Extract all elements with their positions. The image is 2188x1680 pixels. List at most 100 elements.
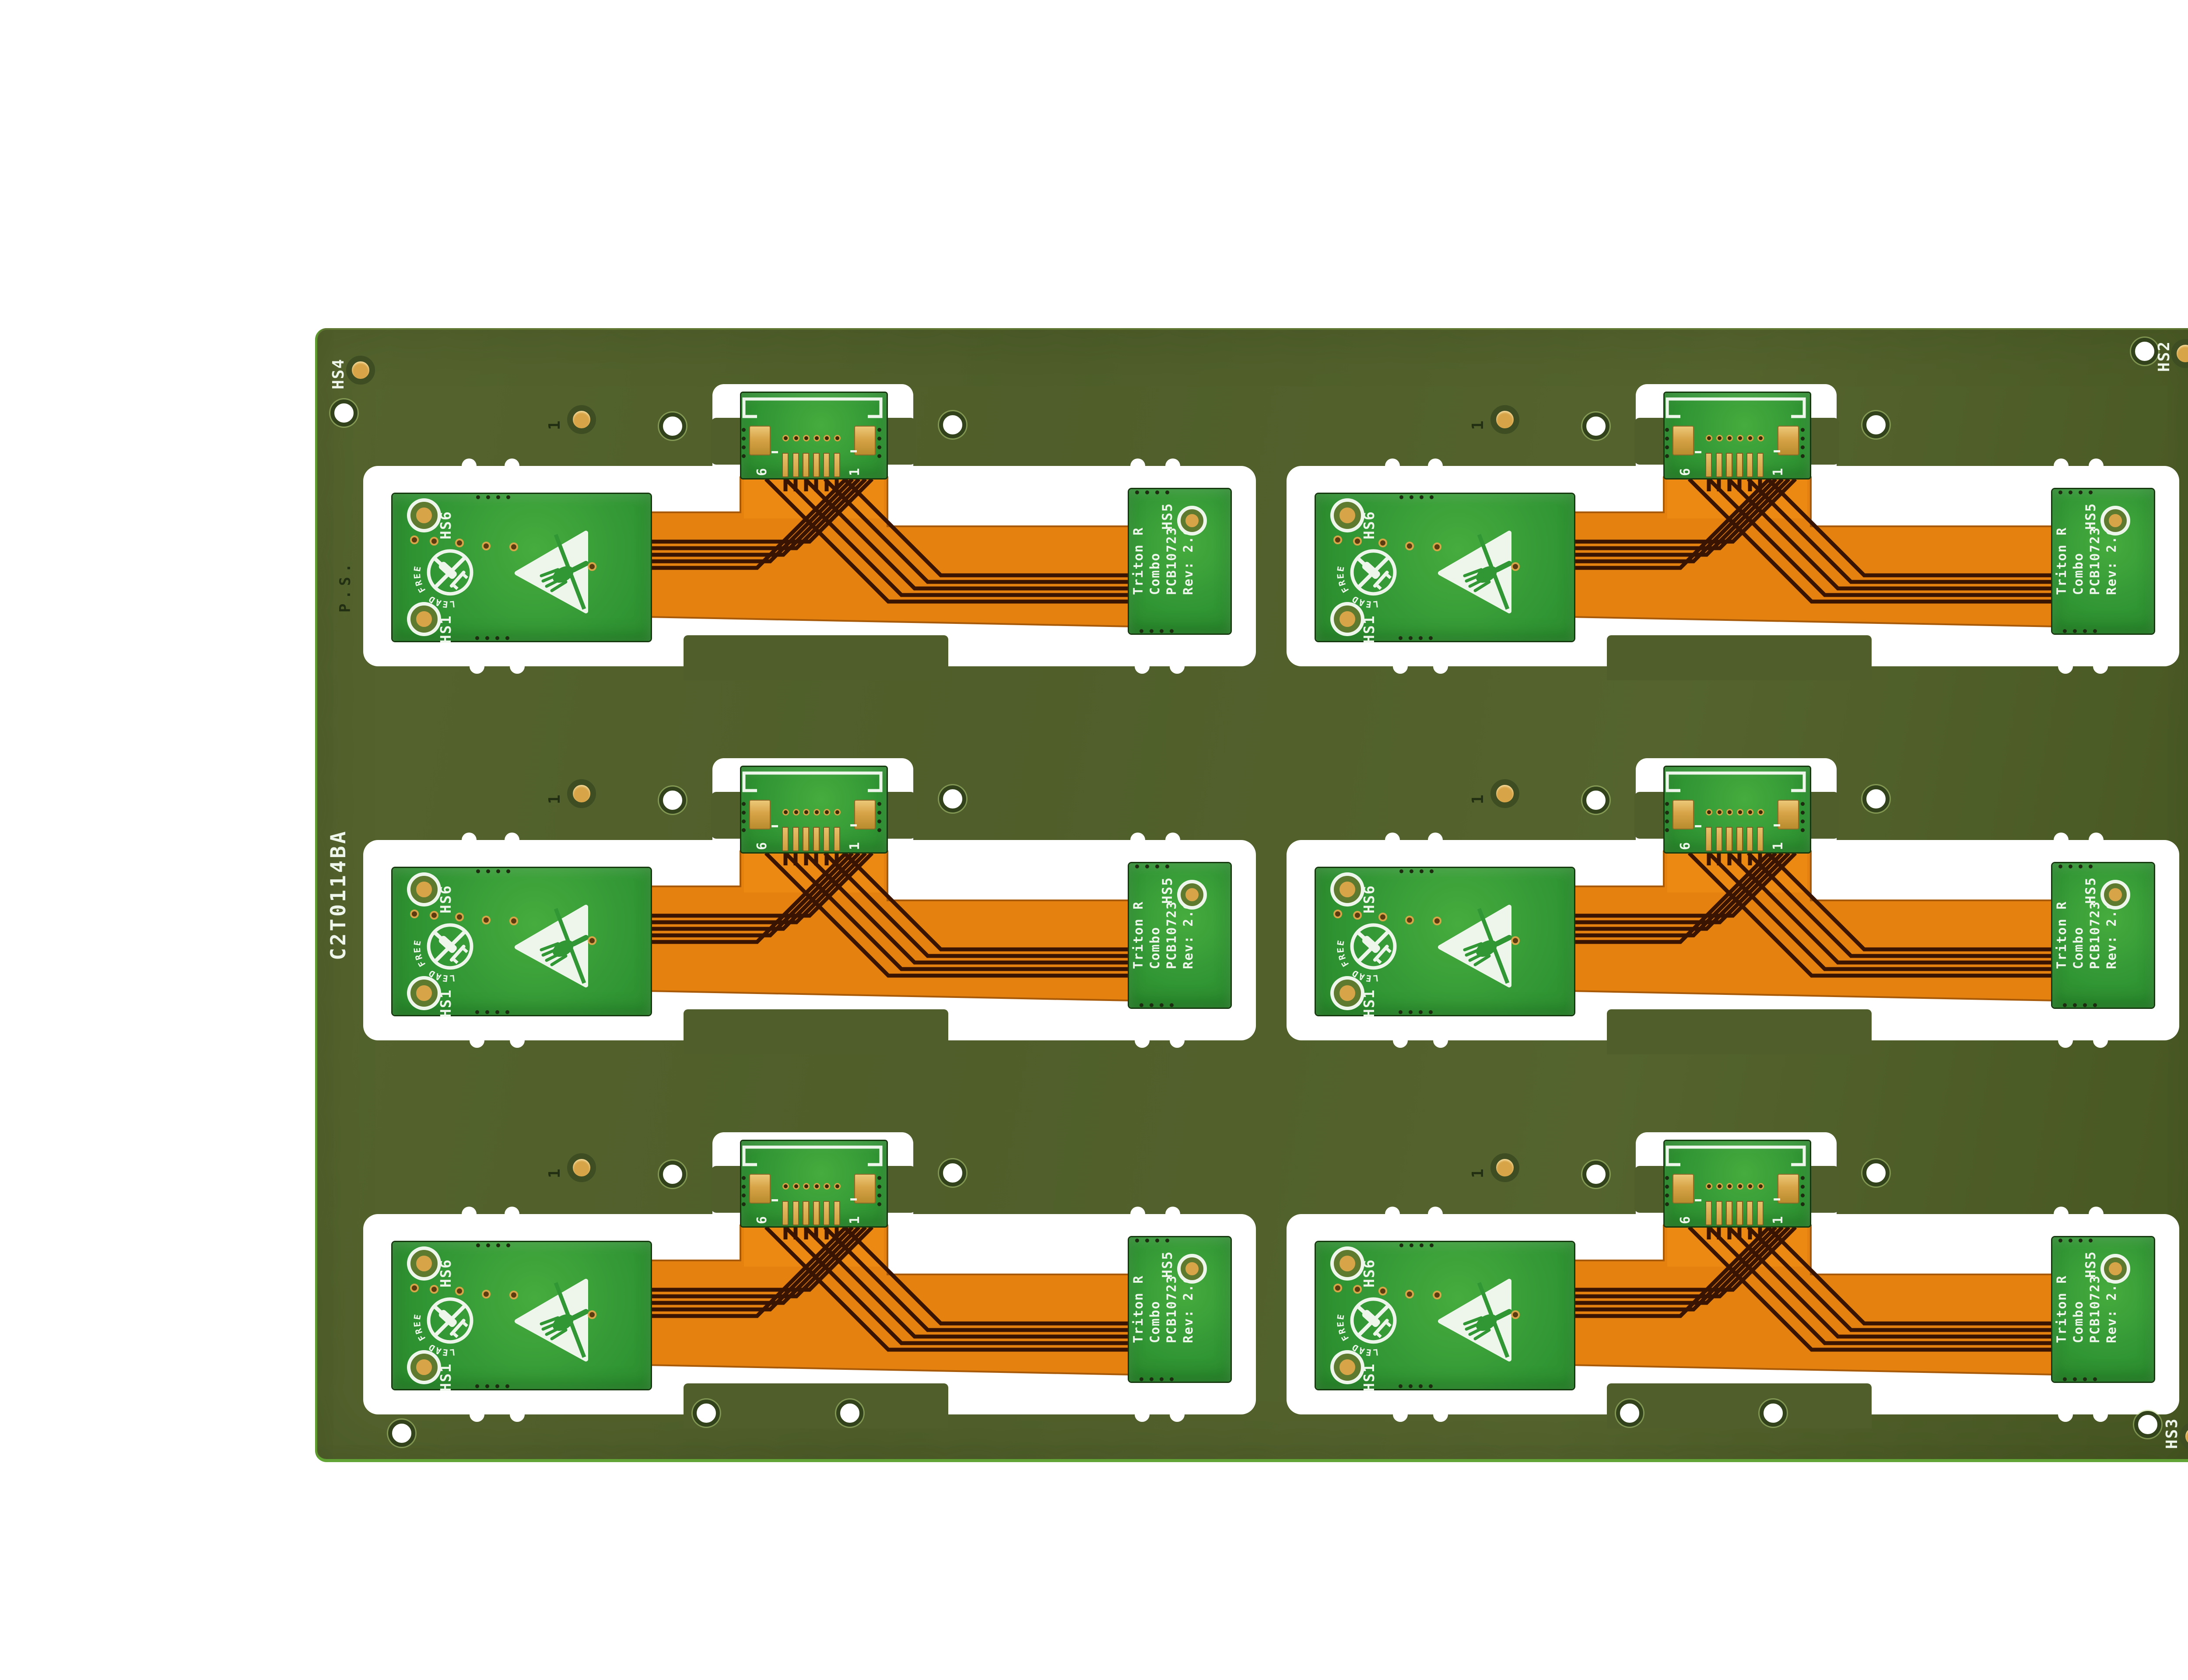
mouse-bite-dot (1145, 490, 1149, 494)
tooling-hole (939, 411, 966, 438)
mouse-bite-dot (2063, 629, 2067, 633)
mouse-bite-dot (2089, 864, 2093, 868)
router-notch (1433, 659, 1448, 674)
hs5-pad (2104, 509, 2127, 532)
mouse-bite-dot (1399, 1243, 1403, 1247)
lead-free-icon: LEAD FREE (1335, 549, 1397, 610)
mouse-bite-dot (2069, 864, 2072, 868)
mouse-bite-dot (2083, 1003, 2087, 1007)
mouse-bite-dot (505, 636, 509, 640)
via (455, 539, 464, 547)
router-notch (2058, 659, 2073, 674)
via (482, 1290, 491, 1298)
mouse-bite-dot (1410, 495, 1413, 499)
board-line-1: Triton R (1131, 527, 1146, 595)
mouse-bite-dot (2079, 864, 2083, 868)
board-line-1: Triton R (1131, 1275, 1146, 1343)
gold-finger (792, 1201, 799, 1225)
board-line-4: Rev: 2.0 (2104, 1275, 2119, 1343)
breakaway-bridge (711, 1166, 742, 1213)
mouse-bite-dot (1801, 1202, 1805, 1206)
mouse-bite-dot (877, 454, 881, 458)
mouse-bite-dot (476, 1243, 480, 1247)
gold-finger (792, 453, 799, 477)
tooling-hole (1862, 785, 1890, 812)
connector-outline (1666, 397, 1806, 418)
via (803, 1183, 810, 1190)
via (1726, 435, 1733, 441)
hs1-pad (410, 980, 438, 1007)
router-notch (1130, 833, 1145, 847)
board-line-2: Combo (2071, 1300, 2086, 1343)
mouse-bite-dot (1160, 1003, 1164, 1007)
mouse-bite-dot (1801, 454, 1805, 458)
mouse-bite-dot (877, 1176, 881, 1180)
via (824, 435, 830, 441)
via (410, 910, 419, 918)
gold-finger (1736, 1201, 1743, 1225)
panel-serial-number: C2T0114BA (326, 829, 351, 960)
via (834, 1183, 841, 1190)
via (1433, 542, 1441, 551)
board-line-3: PCB10723 (2087, 1275, 2102, 1343)
panel-label-ps: P.S. (337, 559, 354, 612)
mouse-bite-dot (506, 1243, 510, 1247)
mouse-bite-dot (1801, 428, 1805, 432)
mouse-bite-dot (2058, 1239, 2062, 1242)
connector-tab: 6 1 (741, 1141, 887, 1226)
label-board: Triton R Combo PCB10723 Rev: 2.0 HS5 (2052, 489, 2154, 634)
router-notch (1165, 1207, 1180, 1222)
via (782, 435, 789, 441)
pcb-unit: HS6 HS1 LEAD FREE (1287, 374, 2188, 680)
mouse-bite-dot (1801, 802, 1805, 806)
panel-label-hs2: HS2 (2155, 340, 2173, 372)
breakaway-bridge (885, 792, 916, 839)
sensor-board: HS6 HS1 LEAD FREE (393, 494, 651, 644)
tooling-hole (939, 1159, 966, 1186)
via (1378, 1287, 1387, 1295)
mouse-bite-dot (1165, 1239, 1169, 1242)
via (1511, 1310, 1520, 1319)
router-notch (1393, 659, 1408, 674)
tooling-hole (1862, 411, 1890, 438)
via (803, 809, 810, 816)
mouse-bite-dot (1801, 1176, 1805, 1180)
via (813, 1183, 820, 1190)
flex-cable (1570, 472, 2056, 628)
mouse-bite-dot (505, 1384, 509, 1388)
breakaway-bridge (1809, 792, 1839, 839)
silk-dash (1774, 824, 1780, 826)
router-notch (2054, 833, 2069, 847)
breakaway-bridge (1634, 1166, 1665, 1213)
mouse-bite-dot (1155, 1239, 1159, 1242)
mouse-bite-dot (1665, 811, 1669, 815)
via (793, 435, 799, 441)
gold-pad (854, 800, 876, 830)
panel-tongue (1607, 1009, 1872, 1054)
pin6-label: 6 (754, 841, 770, 850)
gold-finger (1736, 453, 1743, 477)
tooling-hole (1760, 1400, 1787, 1427)
via (430, 1285, 438, 1294)
gold-finger (1746, 827, 1753, 851)
silk-dash (1695, 451, 1701, 453)
via (410, 1284, 419, 1292)
hs6-pad (1334, 1250, 1361, 1277)
via (824, 1183, 830, 1190)
mouse-bite-dot (2063, 1377, 2067, 1381)
gold-finger (1746, 1201, 1753, 1225)
gold-finger (813, 1201, 820, 1225)
mouse-bite-dot (1430, 1243, 1434, 1247)
fiducial-pad (1490, 405, 1519, 434)
router-notch (510, 659, 525, 674)
gold-pad (749, 800, 771, 830)
router-notch (505, 833, 519, 847)
router-notch (505, 1207, 519, 1222)
via (455, 1287, 464, 1295)
via (1706, 1183, 1712, 1190)
mouse-bite-dot (1665, 428, 1669, 432)
hs5-label: HS5 (2083, 503, 2099, 530)
breakaway-bridge (1634, 792, 1665, 839)
gold-pad (854, 426, 876, 455)
board-line-4: Rev: 2.0 (1181, 1275, 1196, 1343)
